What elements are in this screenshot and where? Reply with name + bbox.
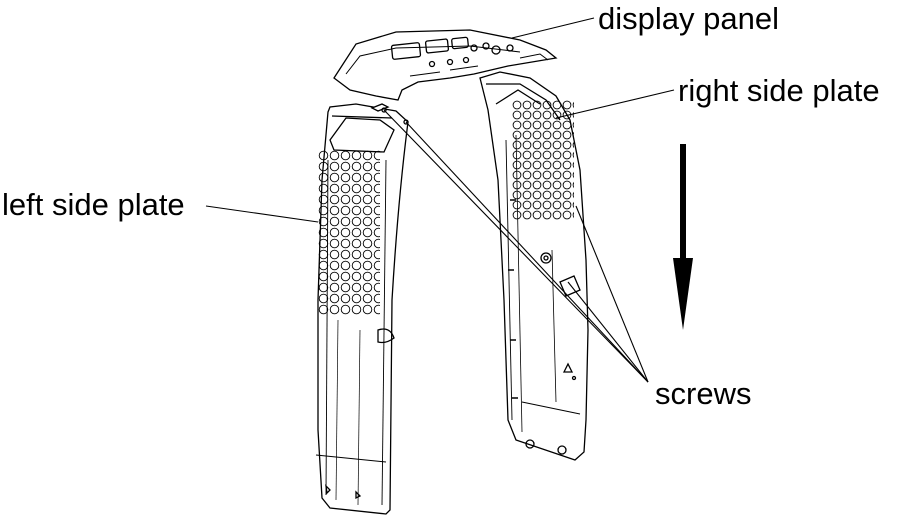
display-panel-label: display panel: [598, 1, 779, 36]
screws-label: screws: [655, 376, 752, 411]
screw-leader-3: [575, 205, 649, 383]
right-side-plate: [479, 71, 589, 461]
arrow-down-icon: [673, 144, 693, 330]
display-panel: [333, 29, 558, 101]
left-side-plate-label: left side plate: [2, 187, 185, 222]
left-side-plate-leader: [205, 205, 319, 223]
right-side-plate-leader: [555, 89, 675, 119]
right-side-plate-label: right side plate: [678, 73, 880, 108]
left-side-plate: [315, 103, 409, 515]
screw-leader-4: [567, 281, 649, 383]
screw-leader-2: [405, 121, 649, 383]
screw-leader-1: [383, 109, 649, 383]
left-vent-holes: [318, 150, 380, 315]
right-vent-holes: [512, 100, 574, 220]
leader-lines: [205, 17, 675, 383]
display-panel-leader: [511, 17, 595, 39]
